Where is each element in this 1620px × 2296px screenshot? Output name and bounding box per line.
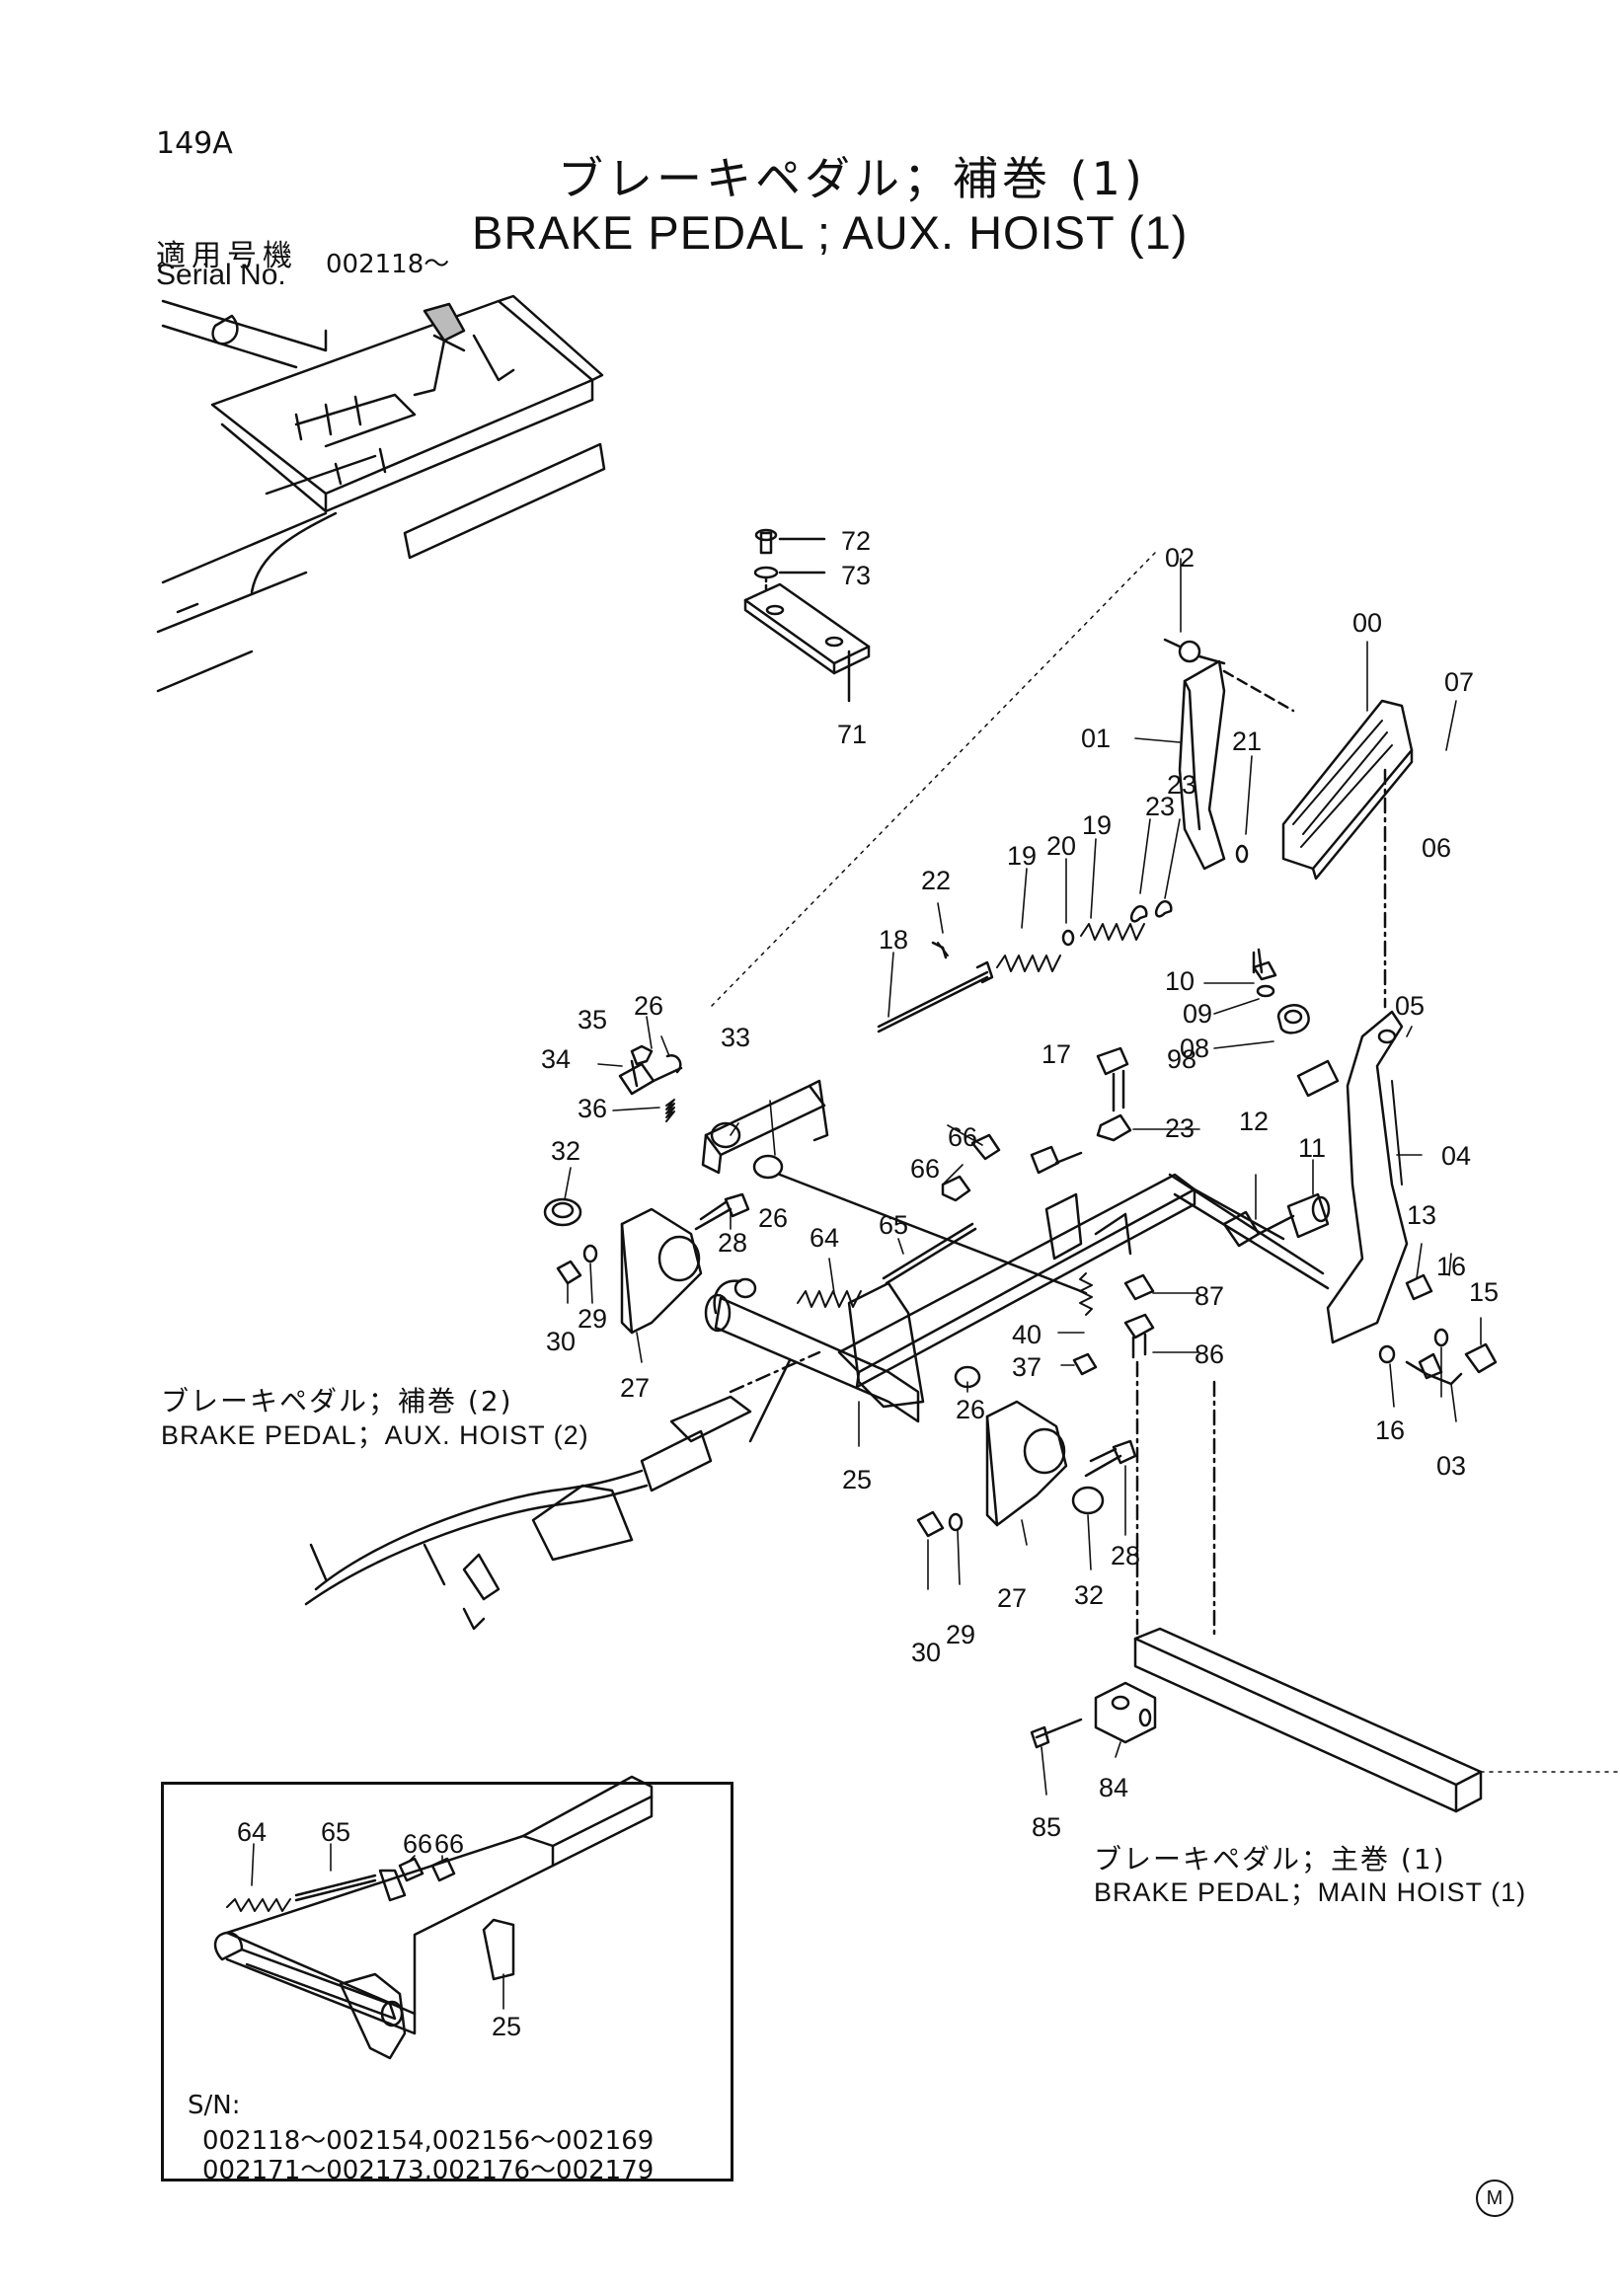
bracket-27-lower <box>916 1400 1137 1538</box>
part-label: 29 <box>578 1304 607 1334</box>
part-label: 26 <box>956 1395 985 1424</box>
part-label: 86 <box>1195 1339 1224 1369</box>
part-label: 23 <box>1165 1113 1195 1143</box>
ref-aux-hoist-2-en: BRAKE PEDAL；AUX. HOIST (2) <box>161 1420 589 1450</box>
part-label: 32 <box>551 1136 580 1166</box>
main-hoist-frame <box>1030 1627 1620 1813</box>
part-label: 18 <box>879 925 908 955</box>
part-label: 66 <box>948 1122 977 1152</box>
part-label: 03 <box>1436 1451 1466 1481</box>
part-label: 16 <box>1375 1416 1405 1445</box>
part-label: 22 <box>921 866 951 895</box>
part-label: 73 <box>841 561 871 590</box>
bracket-33 <box>701 1079 1088 1295</box>
part-label: 72 <box>841 526 871 556</box>
part-label: 66 <box>910 1154 940 1184</box>
part-label: 10 <box>1165 966 1195 996</box>
part-label: 08 <box>1180 1033 1209 1063</box>
main-shaft-frame <box>713 1173 1330 1389</box>
cable-assembly <box>304 1350 821 1631</box>
part-label: 85 <box>1032 1812 1061 1842</box>
part-label: 19 <box>1082 810 1112 840</box>
serial-label-english: Serial No. <box>156 259 286 291</box>
part-label: 28 <box>1111 1541 1140 1570</box>
left-bolts <box>618 1044 683 1122</box>
part-label: 21 <box>1232 727 1262 756</box>
inset-part-label: 66 <box>403 1829 432 1859</box>
inset-part-label: 65 <box>321 1817 350 1847</box>
part-label: 34 <box>541 1044 571 1074</box>
inset-part-label: 25 <box>492 2012 521 2041</box>
part-label: 84 <box>1099 1773 1128 1802</box>
ref-aux-hoist-2-jp: ブレーキペダル；補巻 (2) <box>161 1385 513 1417</box>
part-label: 29 <box>946 1620 975 1649</box>
part-label: 04 <box>1441 1141 1471 1171</box>
inset-part-label: 64 <box>237 1817 267 1847</box>
m-mark-icon: M <box>1476 2180 1513 2217</box>
leader-lines <box>251 558 1482 2010</box>
inset-sn-line-2: 002171～002173,002176～002179 <box>202 2156 655 2185</box>
part-label: 40 <box>1012 1320 1041 1349</box>
part-label: 06 <box>1422 833 1451 863</box>
part-label: 35 <box>578 1005 607 1034</box>
part-label: 23 <box>1167 770 1196 800</box>
pedal-arm-01 <box>1163 638 1295 871</box>
part-label: 37 <box>1012 1352 1041 1382</box>
part-label: 71 <box>837 720 867 749</box>
part-label: 00 <box>1352 608 1382 638</box>
part-label: 27 <box>997 1583 1027 1613</box>
page-number: 149A <box>156 126 233 161</box>
part-label: 12 <box>1239 1107 1269 1136</box>
part-label: 16 <box>1436 1252 1466 1281</box>
part-label: 19 <box>1007 841 1037 871</box>
part-label: 25 <box>842 1465 872 1494</box>
ref-main-hoist-1-jp: ブレーキペダル；主巻 (1) <box>1094 1843 1446 1875</box>
inset-sn-line-1: 002118～002154,002156～002169 <box>202 2126 655 2156</box>
title-japanese: ブレーキペダル；補巻 (1) <box>558 152 1146 205</box>
lever-04 <box>1296 1010 1409 1344</box>
part-label: 30 <box>546 1327 576 1356</box>
part-label: 07 <box>1444 667 1474 697</box>
part-label: 01 <box>1081 724 1111 753</box>
spring-rod-assembly <box>877 844 1249 1033</box>
serial-value: 002118～ <box>326 250 450 279</box>
ref-main-hoist-1-en: BRAKE PEDAL；MAIN HOIST (1) <box>1094 1877 1527 1907</box>
plate-71-assembly <box>743 528 871 703</box>
inset-drawing <box>213 1775 654 2060</box>
serial-label-japanese: 適用号機 <box>156 239 298 273</box>
location-sketch <box>156 294 606 693</box>
inset-sn-label: S/N: <box>188 2091 241 2120</box>
part-label: 64 <box>810 1223 839 1253</box>
part-label: 15 <box>1469 1277 1499 1307</box>
part-label: 65 <box>879 1210 908 1240</box>
part-label: 26 <box>758 1203 788 1233</box>
part-label: 05 <box>1395 991 1425 1021</box>
part-label: 13 <box>1407 1200 1436 1230</box>
part-label: 26 <box>634 991 663 1021</box>
bushing-08-set <box>1252 948 1310 1034</box>
inset-box <box>161 1782 733 2181</box>
part-label: 98 <box>1167 1044 1196 1074</box>
pedal-pad-00 <box>1281 699 1414 880</box>
part-label: 11 <box>1298 1133 1326 1163</box>
part-label: 87 <box>1195 1281 1224 1311</box>
inset-part-label: 66 <box>434 1829 464 1859</box>
part-label: 30 <box>911 1638 941 1667</box>
part-label: 17 <box>1041 1039 1071 1069</box>
title-english: BRAKE PEDAL ; AUX. HOIST (1) <box>472 206 1189 259</box>
part-label: 36 <box>578 1094 607 1123</box>
part-label: 09 <box>1183 999 1212 1029</box>
part-label: 32 <box>1074 1580 1104 1610</box>
part-label: 02 <box>1165 543 1195 573</box>
part-label: 28 <box>718 1228 747 1258</box>
part-labels: 72 73 71 02 00 07 01 21 06 23 23 19 20 1… <box>237 526 1499 2041</box>
part-label: 23 <box>1145 792 1175 821</box>
part-label: 20 <box>1046 831 1076 861</box>
part-label: 27 <box>620 1373 650 1403</box>
part-label: 33 <box>721 1023 750 1052</box>
